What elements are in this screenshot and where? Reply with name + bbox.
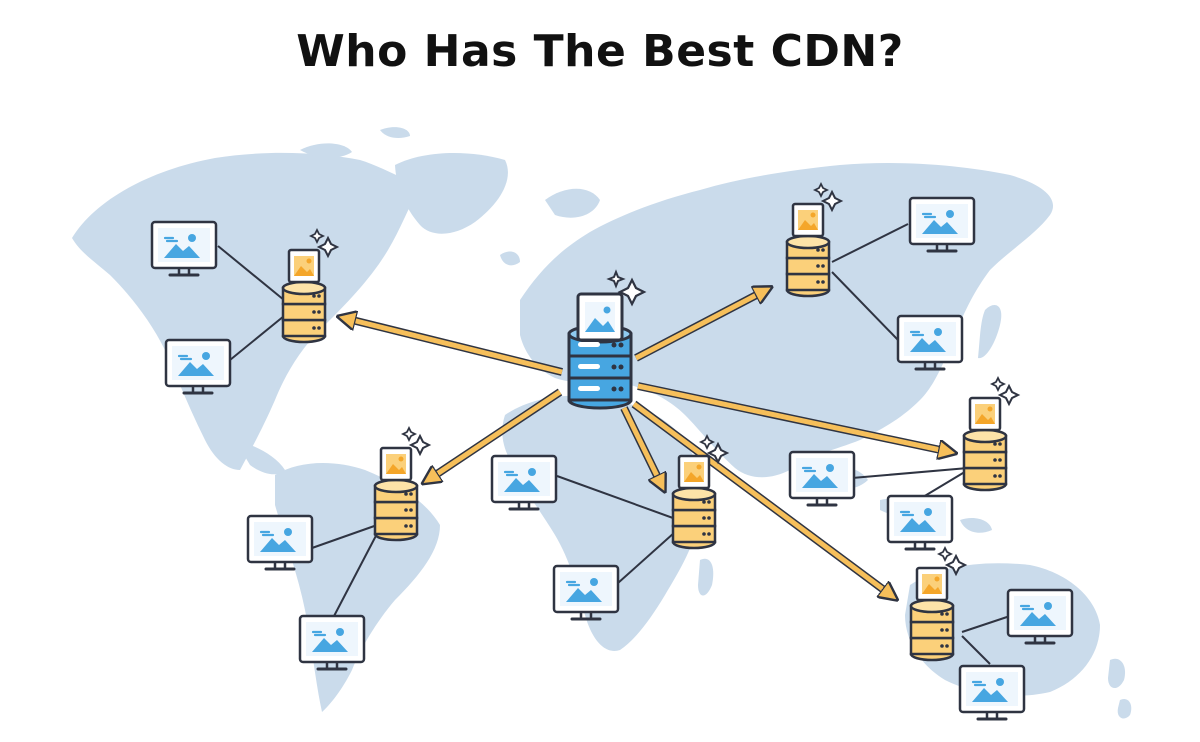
- computer-monitor-icon: [886, 494, 954, 551]
- distribution-arrows: [344, 290, 950, 596]
- computer-monitor-icon: [164, 338, 232, 395]
- page-title: Who Has The Best CDN?: [296, 26, 904, 77]
- arrow: [344, 318, 563, 375]
- arrow: [428, 389, 562, 480]
- client-links: [217, 223, 1011, 665]
- computer-monitor-icon: [896, 314, 964, 371]
- computer-monitor-icon: [908, 196, 976, 253]
- computer-monitor-icon: [150, 220, 218, 277]
- computer-monitor-icon: [552, 564, 620, 621]
- computer-monitor-icon: [298, 614, 366, 671]
- image-thumbnail-icon: [576, 292, 624, 342]
- edge-server-icon: [962, 376, 1020, 492]
- computer-monitor-icon: [1006, 588, 1074, 645]
- arrow: [621, 406, 662, 486]
- arrow: [637, 383, 950, 452]
- computer-monitor-icon: [788, 450, 856, 507]
- computer-monitor-icon: [490, 454, 558, 511]
- computer-monitor-icon: [958, 664, 1026, 721]
- sparkle-icon: [606, 269, 647, 307]
- origin-server-icon: [567, 269, 647, 410]
- arrow: [632, 401, 892, 596]
- computer-monitor-icon: [246, 514, 314, 571]
- arrow: [634, 290, 766, 361]
